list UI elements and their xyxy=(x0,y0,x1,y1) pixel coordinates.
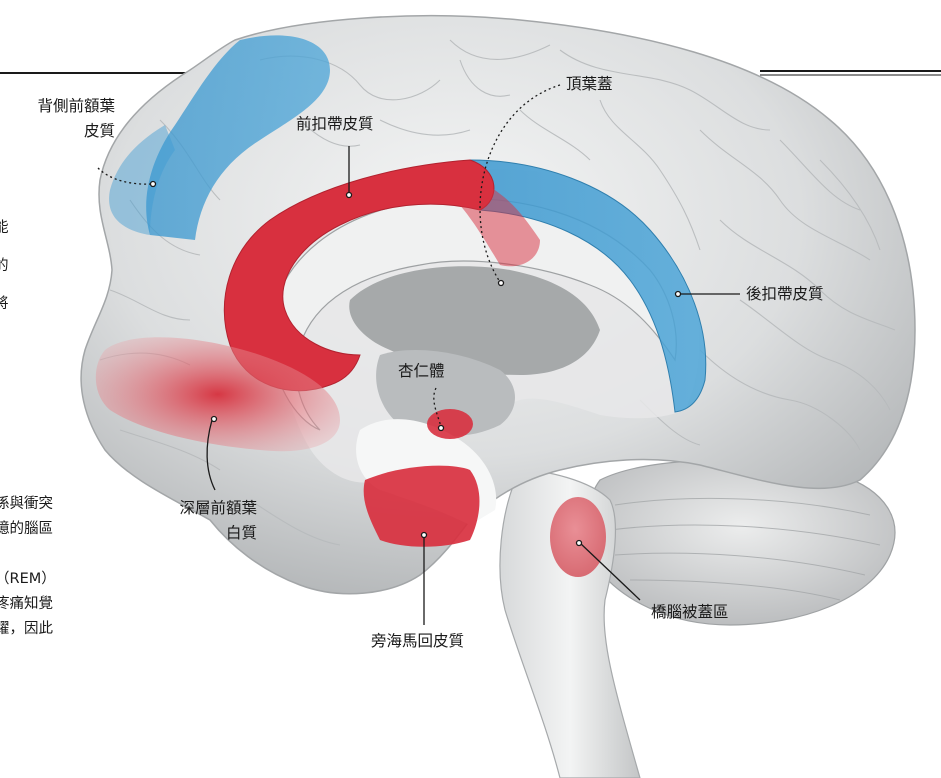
dot-parahippocampal xyxy=(422,533,427,538)
dot-deep-wm xyxy=(212,417,217,422)
label-dlpfc-line2: 皮質 xyxy=(84,120,115,142)
dot-amygdala xyxy=(439,426,444,431)
dot-pcc xyxy=(676,292,681,297)
body-text-line: 憶的腦區 xyxy=(0,516,53,542)
label-deep-wm-line1: 深層前額葉 xyxy=(179,497,257,519)
label-acc: 前扣帶皮質 xyxy=(296,113,374,135)
body-text-line: 係與衝突 xyxy=(0,491,53,517)
dot-acc xyxy=(347,193,352,198)
label-deep-wm-line2: 白質 xyxy=(226,522,257,544)
label-pcc: 後扣帶皮質 xyxy=(746,283,824,305)
body-text-fragment: 將 xyxy=(0,291,9,317)
label-parahippocampal: 旁海馬回皮質 xyxy=(371,630,464,652)
body-text-fragment: 的 xyxy=(0,253,9,279)
label-dlpfc-line1: 背側前額葉 xyxy=(37,95,115,117)
body-text-fragment: 能 xyxy=(0,215,9,241)
label-precuneus: 頂葉蓋 xyxy=(566,73,613,95)
body-text-line: 躍，因此 xyxy=(0,616,53,642)
body-text-line: （REM） xyxy=(0,566,56,592)
dot-pons xyxy=(577,541,582,546)
pons-region xyxy=(550,497,606,577)
dot-dlpfc xyxy=(151,182,156,187)
dot-precuneus xyxy=(499,281,504,286)
cerebellum xyxy=(588,461,895,625)
amygdala-region xyxy=(427,409,473,439)
label-amygdala: 杏仁體 xyxy=(398,360,445,382)
body-text-line: 疼痛知覺 xyxy=(0,591,53,617)
label-pons: 橋腦被蓋區 xyxy=(651,601,729,623)
